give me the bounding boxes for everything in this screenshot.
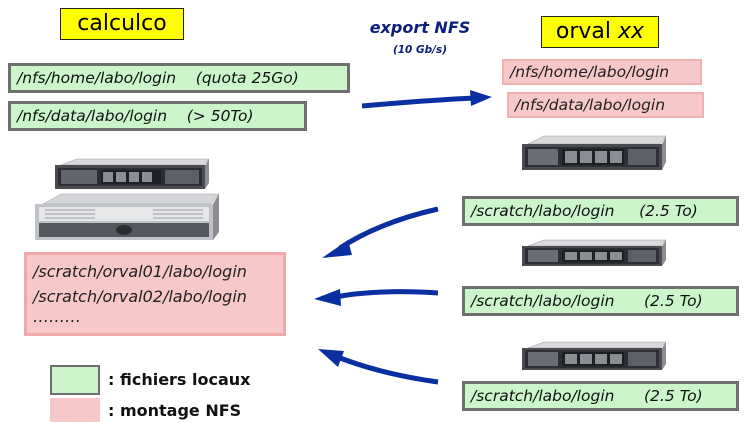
orval-home-mount: /nfs/home/labo/login bbox=[502, 59, 702, 85]
orval-server-2-icon bbox=[522, 239, 667, 266]
orval-title-main: orval bbox=[555, 19, 612, 44]
orval-title-suffix: xx bbox=[618, 19, 645, 44]
orval-data-mount: /nfs/data/labo/login bbox=[507, 92, 704, 118]
orval03-scratch-path: /scratch/labo/login (2.5 To) bbox=[462, 381, 739, 411]
scratch-mount-more: ……… bbox=[33, 307, 81, 326]
calculco-home-path: /nfs/home/labo/login (quota 25Go) bbox=[8, 63, 350, 93]
orval02-scratch-path: /scratch/labo/login (2.5 To) bbox=[462, 286, 739, 316]
legend-local-swatch bbox=[50, 365, 100, 395]
orval-title: orval xx bbox=[541, 16, 659, 48]
orval-server-1-icon bbox=[522, 135, 667, 170]
export-speed-label: (10 Gb/s) bbox=[392, 44, 448, 56]
legend-nfs-label: : montage NFS bbox=[108, 401, 242, 420]
calculco-server-1u-icon bbox=[55, 158, 210, 189]
calculco-title: calculco bbox=[60, 8, 184, 40]
legend-local-label: : fichiers locaux bbox=[108, 370, 251, 389]
calculco-server-2u-icon bbox=[35, 193, 220, 240]
scratch-mount-orval02: /scratch/orval02/labo/login bbox=[33, 287, 247, 306]
legend-nfs-swatch bbox=[50, 398, 100, 422]
orval-server-3-icon bbox=[522, 341, 667, 370]
calculco-data-path: /nfs/data/labo/login (> 50To) bbox=[8, 101, 307, 131]
calculco-scratch-mounts: /scratch/orval01/labo/login /scratch/orv… bbox=[24, 252, 286, 336]
scratch-mount-orval01: /scratch/orval01/labo/login bbox=[33, 262, 247, 281]
orval01-scratch-path: /scratch/labo/login (2.5 To) bbox=[462, 196, 739, 226]
export-nfs-label: export NFS bbox=[369, 18, 471, 37]
